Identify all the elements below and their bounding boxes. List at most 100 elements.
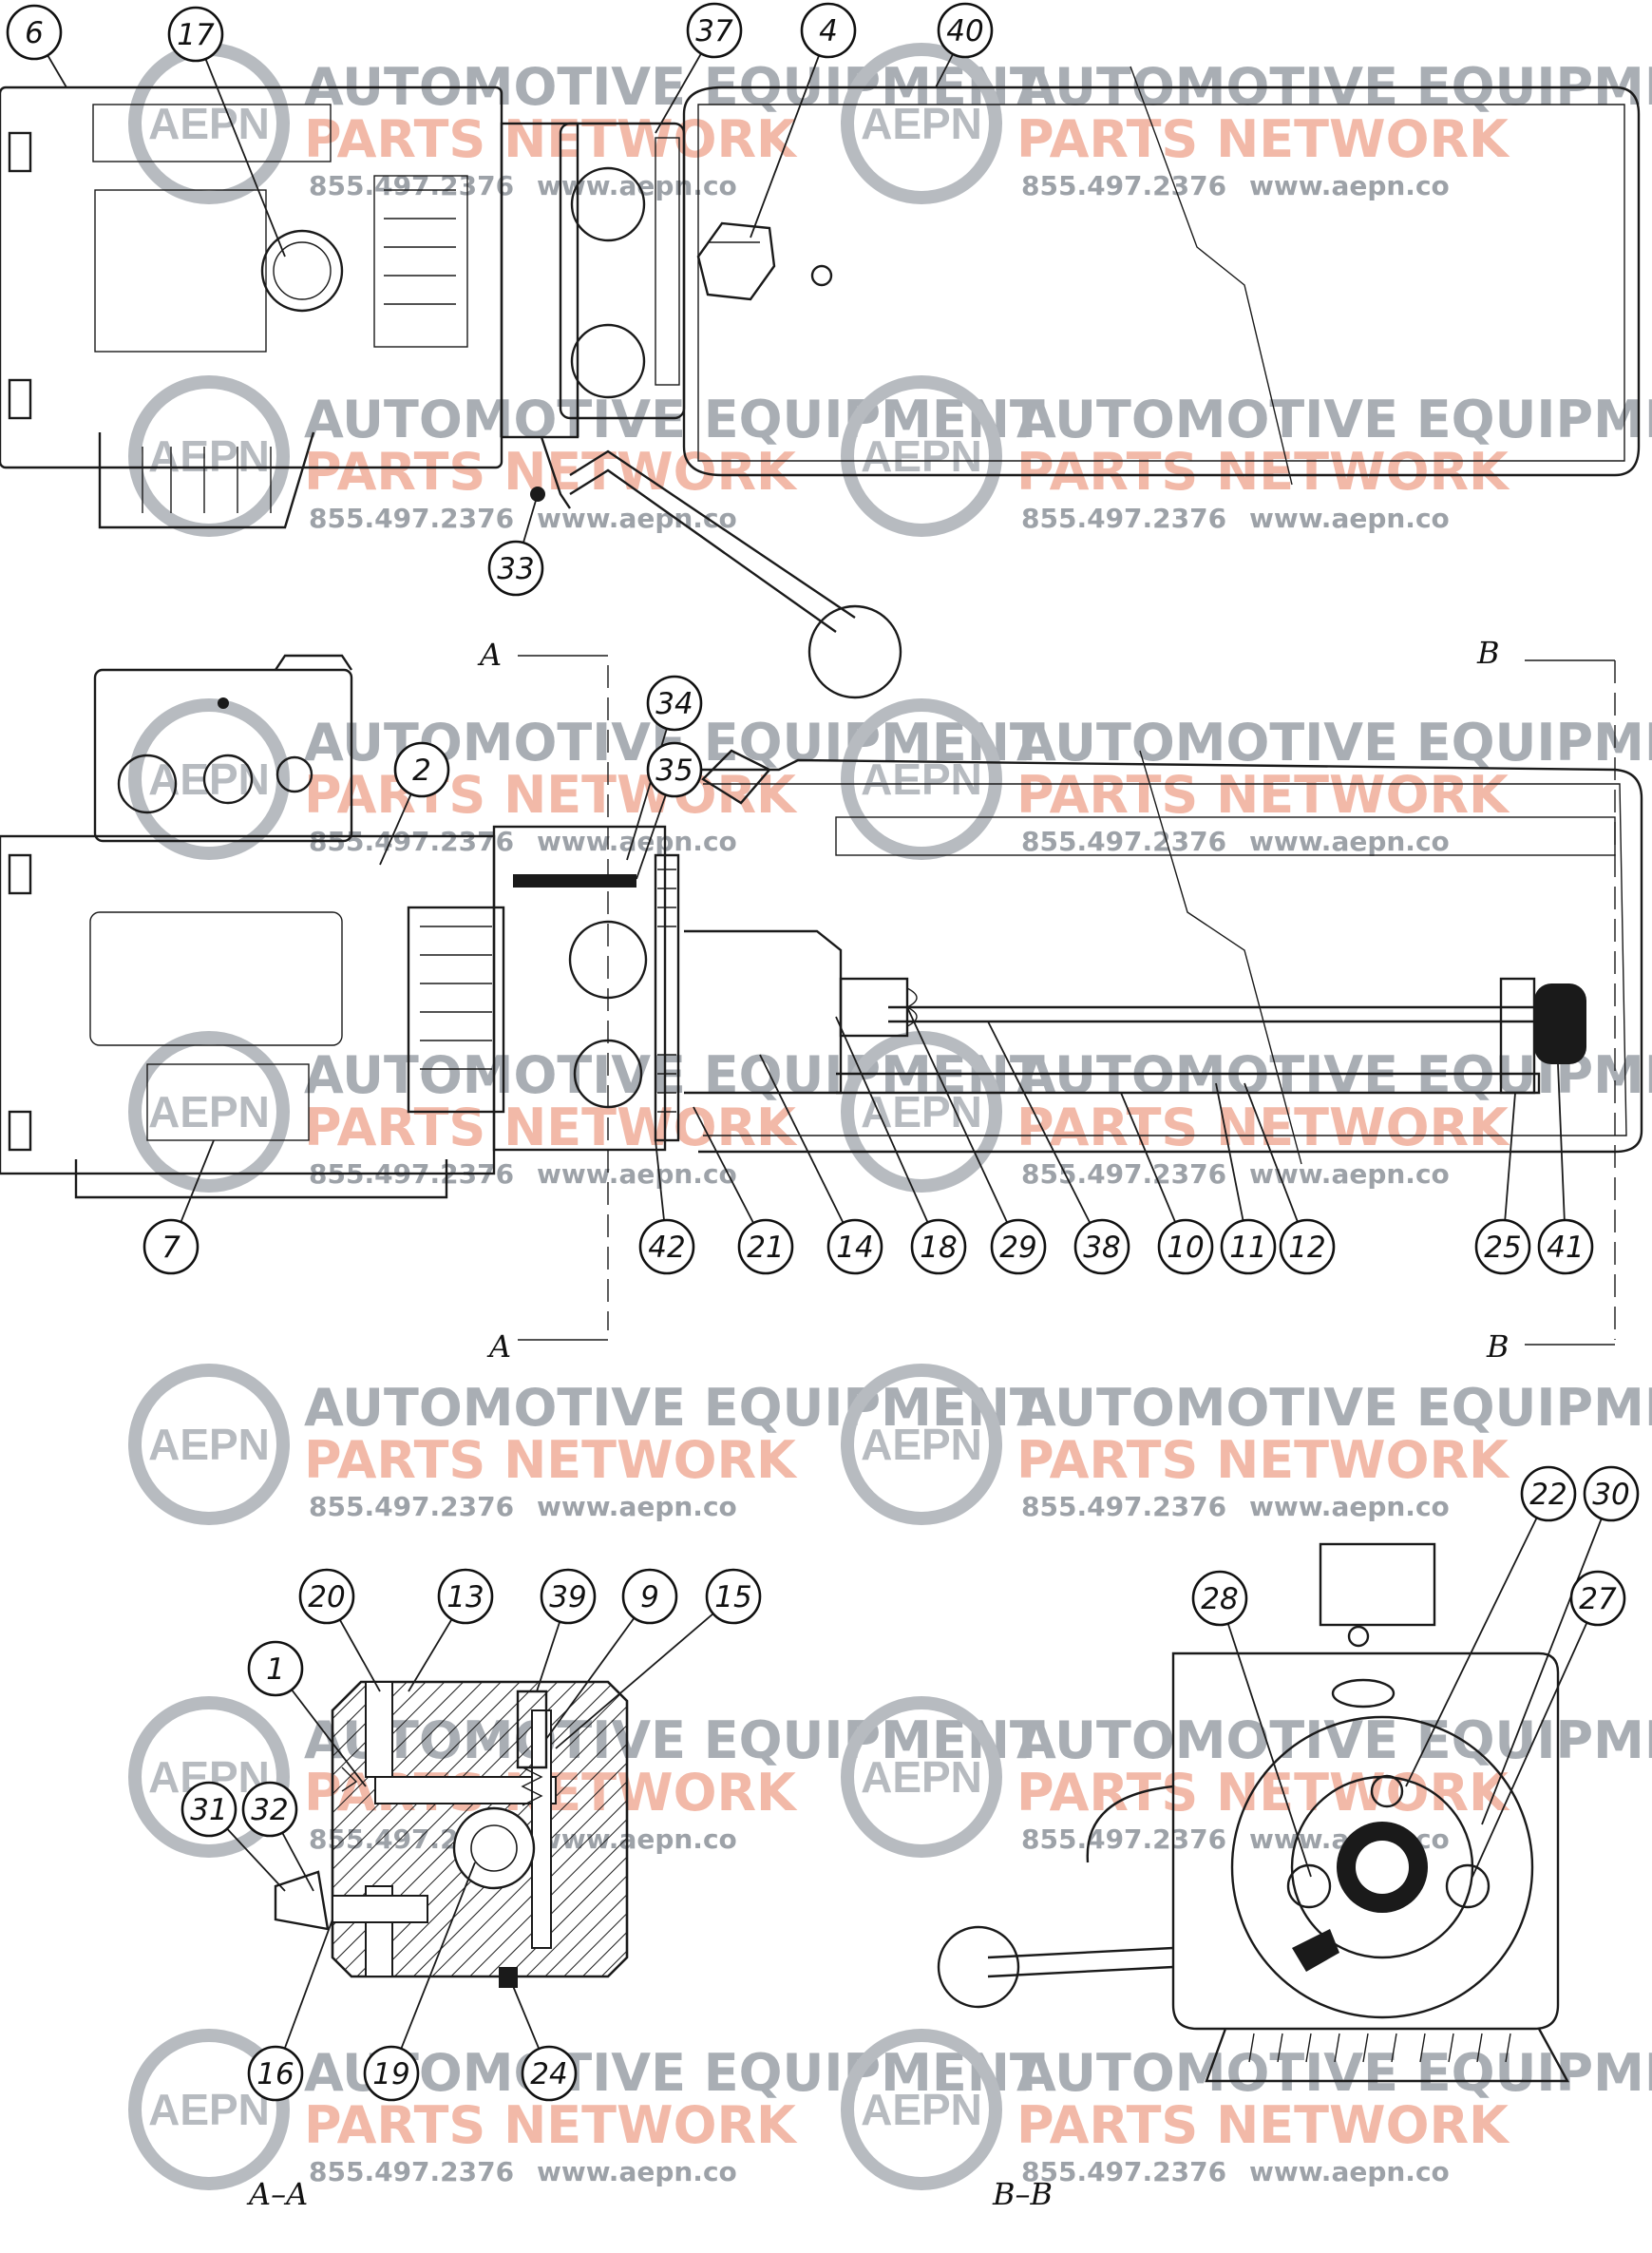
- view-label-bb: B–B: [992, 2176, 1053, 2212]
- callout-34: 34: [646, 675, 703, 732]
- watermark-url: www.aepn.co: [537, 2156, 737, 2187]
- callout-18: 18: [910, 1218, 967, 1275]
- watermark-line2: PARTS NETWORK: [304, 2095, 798, 2155]
- leader-line: [750, 29, 829, 239]
- callout-10: 10: [1157, 1218, 1214, 1275]
- watermark-phone: 855.497.2376: [309, 1491, 514, 1522]
- callout-9: 9: [621, 1568, 678, 1625]
- callout-label: 2: [412, 754, 431, 788]
- callout-12: 12: [1279, 1218, 1336, 1275]
- watermark-url: www.aepn.co: [537, 826, 737, 857]
- callout-label: 28: [1201, 1582, 1238, 1616]
- watermark-line1: AUTOMOTIVE EQUIPMENT: [1016, 2043, 1652, 2103]
- leader-line: [1472, 1597, 1599, 1878]
- leader-line: [1481, 1493, 1612, 1825]
- watermark-line2: PARTS NETWORK: [304, 1430, 798, 1490]
- aepn-logo-icon: AEPN: [841, 43, 1002, 204]
- watermark-line1: AUTOMOTIVE EQUIPMENT: [1016, 390, 1652, 449]
- leader-line: [906, 1006, 1019, 1248]
- watermark-line2: PARTS NETWORK: [1016, 109, 1510, 169]
- svg-text:AEPN: AEPN: [861, 1087, 982, 1136]
- leader-line: [545, 1595, 651, 1740]
- callout-20: 20: [298, 1568, 355, 1625]
- aepn-logo-icon: AEPN: [128, 1364, 290, 1525]
- leader-line: [555, 1595, 734, 1749]
- callout-label: 11: [1229, 1231, 1266, 1265]
- callout-40: 40: [937, 2, 994, 59]
- watermark-phone: 855.497.2376: [1021, 503, 1226, 534]
- watermark-line2: PARTS NETWORK: [304, 109, 798, 169]
- callout-11: 11: [1220, 1218, 1277, 1275]
- leader-line: [1219, 1597, 1312, 1878]
- callout-label: 1: [266, 1652, 285, 1687]
- callout-label: 12: [1288, 1231, 1325, 1265]
- svg-text:AEPN: AEPN: [861, 2085, 982, 2134]
- watermark-phone: 855.497.2376: [1021, 2156, 1226, 2187]
- callout-38: 38: [1073, 1218, 1130, 1275]
- watermark-url: www.aepn.co: [537, 1158, 737, 1190]
- watermark-phone: 855.497.2376: [1021, 1158, 1226, 1190]
- callout-31: 31: [180, 1781, 237, 1838]
- callout-label: 37: [695, 14, 733, 48]
- callout-label: 41: [1547, 1231, 1584, 1265]
- top-view-drawing: [0, 66, 1641, 699]
- aepn-logo-icon: AEPN: [841, 1364, 1002, 1525]
- callout-label: 7: [161, 1231, 180, 1265]
- callout-35: 35: [646, 741, 703, 798]
- callout-16: 16: [247, 2045, 304, 2102]
- leader-line: [759, 1054, 856, 1248]
- callout-label: 13: [446, 1580, 484, 1614]
- callout-label: 29: [999, 1231, 1036, 1265]
- callout-label: 21: [747, 1231, 784, 1265]
- watermark-url: www.aepn.co: [537, 1491, 737, 1522]
- callout-label: 19: [372, 2057, 409, 2091]
- callout-1: 1: [247, 1640, 304, 1697]
- callout-label: 24: [530, 2057, 567, 2091]
- watermark-line2: PARTS NETWORK: [1016, 2095, 1510, 2155]
- callout-label: 35: [655, 754, 693, 788]
- callout-label: 9: [640, 1580, 659, 1614]
- callout-label: 25: [1484, 1231, 1521, 1265]
- callout-33: 33: [487, 540, 544, 597]
- callout-19: 19: [363, 2045, 420, 2102]
- callout-label: 22: [1529, 1478, 1567, 1512]
- watermark-url: www.aepn.co: [1249, 1491, 1450, 1522]
- callout-39: 39: [540, 1568, 597, 1625]
- callout-label: 38: [1083, 1231, 1120, 1265]
- callout-15: 15: [705, 1568, 762, 1625]
- watermark-phone: 855.497.2376: [309, 2156, 514, 2187]
- leader-line: [390, 1862, 476, 2074]
- watermark-line2: PARTS NETWORK: [1016, 1098, 1510, 1157]
- callout-label: 27: [1579, 1582, 1617, 1616]
- callout-label: 4: [819, 14, 838, 48]
- leader-line: [1244, 1082, 1308, 1248]
- svg-text:AEPN: AEPN: [148, 754, 270, 804]
- leader-line: [987, 1021, 1103, 1248]
- watermark-phone: 855.497.2376: [309, 503, 514, 534]
- callout-label: 39: [549, 1580, 586, 1614]
- leader-line: [195, 33, 286, 258]
- watermark-phone: 855.497.2376: [309, 170, 514, 201]
- section-mark-a-bottom: A: [486, 1328, 511, 1365]
- aepn-logo-icon: AEPN: [841, 2029, 1002, 2190]
- callout-2: 2: [393, 741, 450, 798]
- aepn-logo-icon: AEPN: [128, 1031, 290, 1193]
- watermark-phone: 855.497.2376: [1021, 170, 1226, 201]
- callout-37: 37: [686, 2, 743, 59]
- callout-28: 28: [1191, 1570, 1248, 1627]
- watermark-line1: AUTOMOTIVE EQUIPMENT: [1016, 1710, 1652, 1770]
- watermark-url: www.aepn.co: [1249, 2156, 1450, 2187]
- leader-line: [835, 1016, 940, 1248]
- watermark-line2: PARTS NETWORK: [1016, 442, 1510, 502]
- svg-text:AEPN: AEPN: [148, 1087, 270, 1136]
- callout-label: 6: [25, 16, 44, 50]
- callout-42: 42: [638, 1218, 695, 1275]
- watermark-url: www.aepn.co: [1249, 503, 1450, 534]
